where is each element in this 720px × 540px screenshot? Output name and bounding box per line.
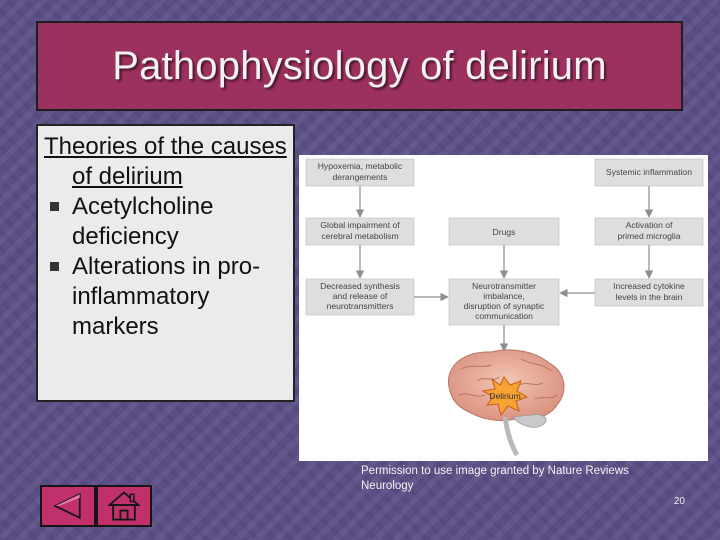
bullet-list: Acetylcholine deficiency Alterations in … [44, 192, 289, 342]
box-hypoxemia: Hypoxemia, metabolic derangements [305, 158, 415, 187]
square-bullet-icon [50, 262, 59, 271]
box-cytokine-levels: Increased cytokine levels in the brain [594, 278, 704, 307]
title-bar: Pathophysiology of delirium [36, 21, 683, 111]
svg-text:derangements: derangements [333, 172, 388, 182]
theories-heading: Theories of the causes of delirium [44, 133, 287, 190]
bullet-text: Acetylcholine deficiency [72, 193, 214, 250]
square-bullet-icon [50, 202, 59, 211]
delirium-pathway-figure: Hypoxemia, metabolic derangements Global… [299, 155, 708, 461]
svg-text:Global impairment of: Global impairment of [320, 220, 400, 230]
box-decreased-synthesis: Decreased synthesis and release of neuro… [305, 278, 415, 316]
svg-text:Neurotransmitter: Neurotransmitter [472, 281, 536, 291]
bullet-inflammatory: Alterations in pro-inflammatory markers [44, 252, 289, 342]
svg-text:neurotransmitters: neurotransmitters [327, 301, 394, 311]
svg-text:Drugs: Drugs [493, 227, 516, 237]
bullet-acetylcholine: Acetylcholine deficiency [44, 192, 289, 252]
box-microglia-activation: Activation of primed microglia [594, 217, 704, 246]
image-credit: Permission to use image granted by Natur… [361, 465, 629, 492]
home-icon [107, 491, 141, 521]
svg-text:levels in the brain: levels in the brain [616, 292, 683, 302]
box-systemic-inflammation: Systemic inflammation [594, 158, 704, 187]
svg-text:primed microglia: primed microglia [617, 231, 680, 241]
svg-text:imbalance,: imbalance, [483, 291, 525, 301]
svg-text:Systemic inflammation: Systemic inflammation [606, 167, 692, 177]
svg-text:Hypoxemia, metabolic: Hypoxemia, metabolic [318, 161, 403, 171]
box-global-impairment: Global impairment of cerebral metabolism [305, 217, 415, 246]
svg-text:communication: communication [475, 311, 533, 321]
brain-illustration: Delirium [448, 349, 565, 457]
box-neurotransmitter-imbalance: Neurotransmitter imbalance, disruption o… [448, 278, 560, 326]
svg-text:Increased cytokine: Increased cytokine [613, 281, 685, 291]
svg-text:Decreased synthesis: Decreased synthesis [320, 281, 400, 291]
delirium-label: Delirium [489, 391, 521, 401]
back-button[interactable] [40, 485, 96, 527]
text-panel: Theories of the causes of delirium Acety… [36, 124, 295, 402]
box-drugs: Drugs [448, 217, 560, 246]
svg-text:and release of: and release of [333, 291, 388, 301]
svg-text:Activation of: Activation of [626, 220, 673, 230]
svg-text:cerebral metabolism: cerebral metabolism [321, 231, 398, 241]
slide-number: 20 [673, 496, 685, 507]
home-button[interactable] [96, 485, 152, 527]
back-triangle-icon [53, 492, 81, 520]
bullet-text: Alterations in pro-inflammatory markers [72, 253, 261, 340]
pathway-diagram: Hypoxemia, metabolic derangements Global… [305, 158, 704, 457]
slide-title: Pathophysiology of delirium [112, 43, 607, 88]
svg-text:disruption of synaptic: disruption of synaptic [464, 301, 545, 311]
